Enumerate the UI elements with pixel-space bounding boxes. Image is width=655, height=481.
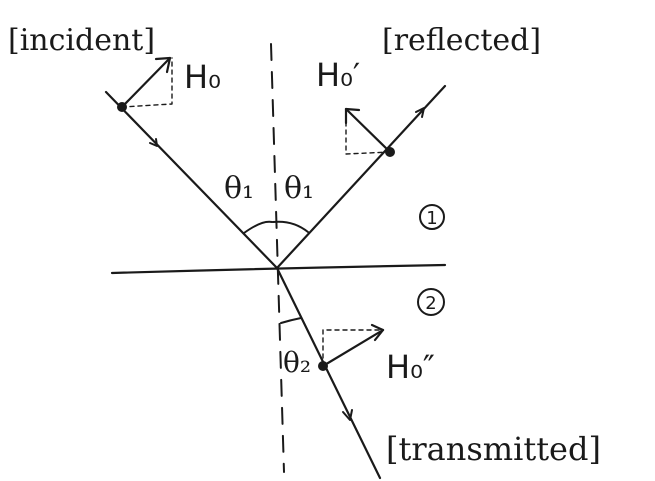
h-transmitted-label: H₀″ (386, 348, 435, 386)
h-incident-label: H₀ (184, 58, 221, 96)
h-incident-arrowhead (154, 56, 172, 74)
theta-incident-label: θ₁ (224, 171, 254, 206)
h-transmitted-components (322, 329, 384, 367)
transmitted-ray (275, 266, 382, 480)
incident-ray (104, 90, 279, 270)
medium-2-circle (417, 288, 445, 316)
theta-transmitted-label: θ₂ (283, 346, 311, 379)
medium-1-label: 1 (426, 208, 437, 229)
h-reflected-components (345, 109, 391, 155)
medium-2-label: 2 (425, 293, 436, 314)
reflected-label: [reflected] (382, 23, 541, 58)
h-incident-vector (120, 56, 172, 109)
theta-incident-arc (243, 220, 273, 234)
h-reflected-label: H₀′ (316, 56, 360, 94)
normal-line (270, 43, 285, 473)
incident-label: [incident] (8, 23, 155, 58)
transmitted-ray-arrow (342, 409, 353, 421)
medium-1-circle (419, 204, 445, 230)
interface-line (110, 263, 447, 275)
reflected-ray-arrow (415, 107, 425, 118)
theta-reflected-label: θ₁ (284, 171, 314, 206)
reflected-ray (275, 84, 447, 270)
h-reflected-vector (344, 107, 392, 154)
theta-transmitted-arc (280, 317, 302, 324)
transmitted-label: [transmitted] (386, 430, 601, 468)
h-transmitted-vector (321, 328, 385, 368)
h-transmitted-arrowhead (370, 323, 385, 342)
h-incident-components (121, 57, 173, 108)
theta-reflected-arc (272, 220, 309, 233)
incident-ray-arrow (149, 138, 158, 147)
